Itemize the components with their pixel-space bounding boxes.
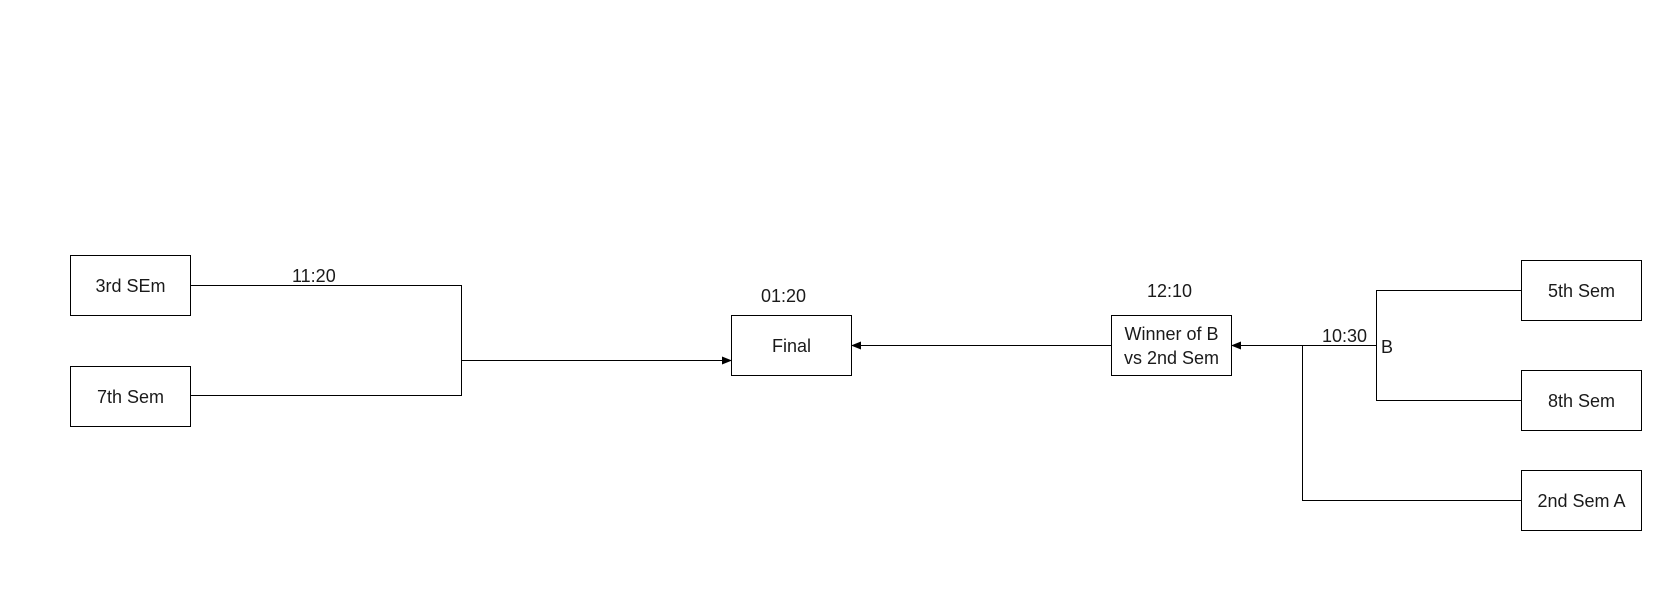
box-3rd-sem: 3rd SEm [70, 255, 191, 316]
box-winner-of-b: Winner of B vs 2nd Sem [1111, 315, 1232, 376]
box-8th-sem-label: 8th Sem [1547, 390, 1616, 411]
box-final-label: Final [771, 335, 811, 356]
box-2nd-sem-a: 2nd Sem A [1521, 470, 1642, 531]
box-3rd-sem-label: 3rd SEm [95, 275, 166, 296]
time-label-winner: 12:10 [1147, 281, 1193, 301]
bracket-b-label: B [1381, 337, 1394, 357]
box-2nd-sem-a-label: 2nd Sem A [1537, 490, 1626, 511]
time-label-b: 10:30 [1322, 326, 1368, 346]
box-7th-sem-label: 7th Sem [96, 386, 165, 407]
connector-2nd-sem-a [1302, 345, 1521, 501]
time-label-final: 01:20 [761, 286, 807, 306]
box-7th-sem: 7th Sem [70, 366, 191, 427]
time-label-left: 11:20 [292, 266, 336, 286]
connector-bracket-b [1376, 290, 1521, 401]
box-winner-of-b-label: Winner of B vs 2nd Sem [1123, 323, 1220, 368]
box-8th-sem: 8th Sem [1521, 370, 1642, 431]
connector-3rd-sem [191, 285, 462, 396]
box-5th-sem-label: 5th Sem [1547, 280, 1616, 301]
box-5th-sem: 5th Sem [1521, 260, 1642, 321]
box-final: Final [731, 315, 852, 376]
